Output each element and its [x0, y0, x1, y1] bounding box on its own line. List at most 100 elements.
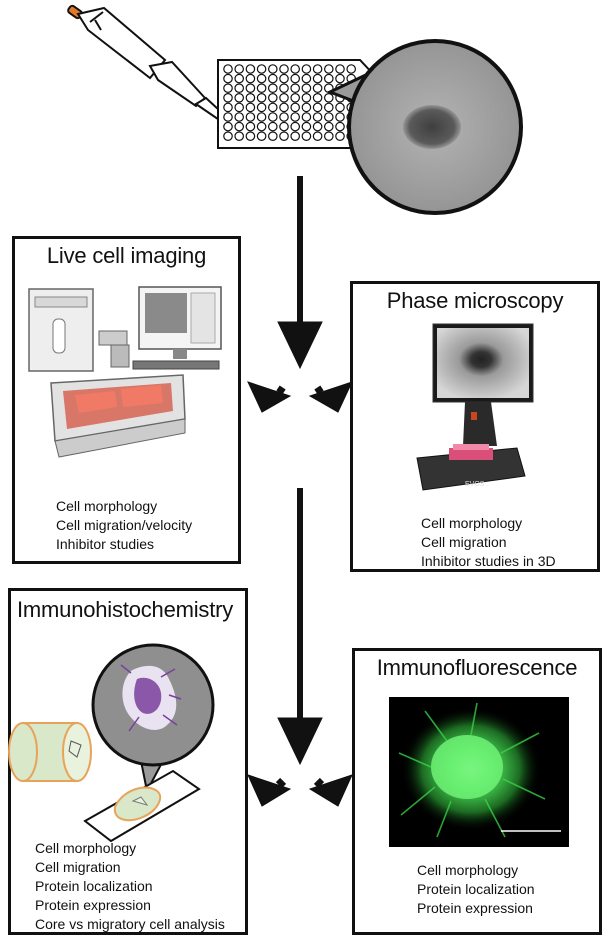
plate-well [256, 112, 267, 122]
panel-title: Live cell imaging [46, 243, 207, 268]
phase-microscopy-applications: Cell morphology Cell migration Inhibitor… [421, 514, 556, 571]
panel-live-cell-imaging: Live cell imaging Cell morphology Cell m… [12, 236, 241, 564]
immunofluorescence-image [389, 697, 569, 847]
plate-well [256, 102, 267, 113]
list-item: Protein expression [417, 900, 533, 916]
panel-title: Immunohistochemistry [17, 597, 234, 622]
plate-well [279, 83, 289, 93]
plate-well [256, 93, 267, 103]
plate-well [234, 131, 244, 141]
plate-well [256, 121, 267, 132]
plate-well [312, 93, 323, 103]
if-applications: Cell morphology Protein localization Pro… [417, 861, 535, 918]
plate-well [290, 64, 300, 74]
brand-label: EVOS [465, 481, 485, 488]
list-item: Cell migration [421, 534, 507, 550]
plate-well [312, 64, 323, 74]
plate-well [267, 102, 278, 113]
plate-well [290, 93, 300, 103]
list-item: Cell migration/velocity [56, 517, 193, 533]
plate-well [245, 83, 256, 93]
plate-well [335, 131, 345, 141]
plate-well [234, 102, 244, 113]
plate-well [223, 64, 233, 74]
panel-title: Immunofluorescence [376, 655, 578, 680]
plate-well [267, 131, 278, 141]
plate-well [267, 121, 278, 132]
list-item: Core vs migratory cell analysis [35, 916, 225, 932]
list-item: Inhibitor studies [56, 536, 155, 552]
evos-microscope-illustration: EVOS [416, 323, 534, 491]
plate-well [335, 102, 345, 113]
plate-well [267, 112, 278, 122]
plate-well [223, 131, 233, 141]
plate-well [279, 93, 289, 103]
plate-well [312, 83, 323, 93]
panel-immunohistochemistry: Immunohistochemistry Cell morphology Cel… [8, 588, 248, 935]
plate-well [323, 102, 334, 113]
plate-well [234, 121, 244, 132]
plate-well [323, 73, 334, 84]
plate-well [290, 131, 300, 141]
plate-well [256, 64, 267, 74]
plate-well [301, 102, 312, 113]
list-item: Protein localization [417, 881, 535, 897]
plate-well [323, 93, 334, 103]
plate-well [312, 131, 323, 141]
plate-well [245, 93, 256, 103]
plate-well [234, 73, 244, 84]
plate-well [245, 112, 256, 122]
plate-well [256, 131, 267, 141]
plate-well [279, 112, 289, 122]
live-imaging-system-illustration [28, 286, 222, 458]
plate-well [301, 83, 312, 93]
list-item: Protein localization [35, 878, 153, 894]
plate-well [312, 121, 323, 132]
plate-well [245, 102, 256, 113]
plate-well [279, 73, 289, 84]
plate-well [267, 83, 278, 93]
plate-well [279, 102, 289, 113]
plate-well [346, 64, 356, 74]
plate-well [335, 73, 345, 84]
list-item: Cell migration [35, 859, 121, 875]
panel-phase-microscopy: Phase microscopy EVOS Cell morphology Ce… [350, 281, 600, 572]
plate-well [301, 64, 312, 74]
plate-well [290, 83, 300, 93]
plate-well [245, 131, 256, 141]
plate-well [279, 64, 289, 74]
plate-well [301, 121, 312, 132]
plate-well [312, 73, 323, 84]
plate-well [256, 73, 267, 84]
plate-well [335, 112, 345, 122]
list-item: Inhibitor studies in 3D [421, 553, 556, 569]
plate-well [323, 121, 334, 132]
plate-well [301, 73, 312, 84]
plate-well [323, 131, 334, 141]
plate-well [234, 83, 244, 93]
plate-well [301, 93, 312, 103]
plate-well [301, 131, 312, 141]
plate-well [223, 112, 233, 122]
plate-well [223, 73, 233, 84]
plate-well [301, 112, 312, 122]
list-item: Cell morphology [417, 862, 519, 878]
plate-well [323, 112, 334, 122]
list-item: Protein expression [35, 897, 151, 913]
plate-well [279, 121, 289, 132]
panel-title: Phase microscopy [386, 288, 564, 313]
ihc-section-illustration [8, 643, 215, 843]
plate-well [223, 93, 233, 103]
plate-well [279, 131, 289, 141]
plate-well [245, 121, 256, 132]
plate-well [223, 121, 233, 132]
plate-well [267, 64, 278, 74]
plate-well [290, 73, 300, 84]
plate-well [256, 83, 267, 93]
plate-well [267, 73, 278, 84]
plate-well [234, 64, 244, 74]
plate-well [290, 121, 300, 132]
